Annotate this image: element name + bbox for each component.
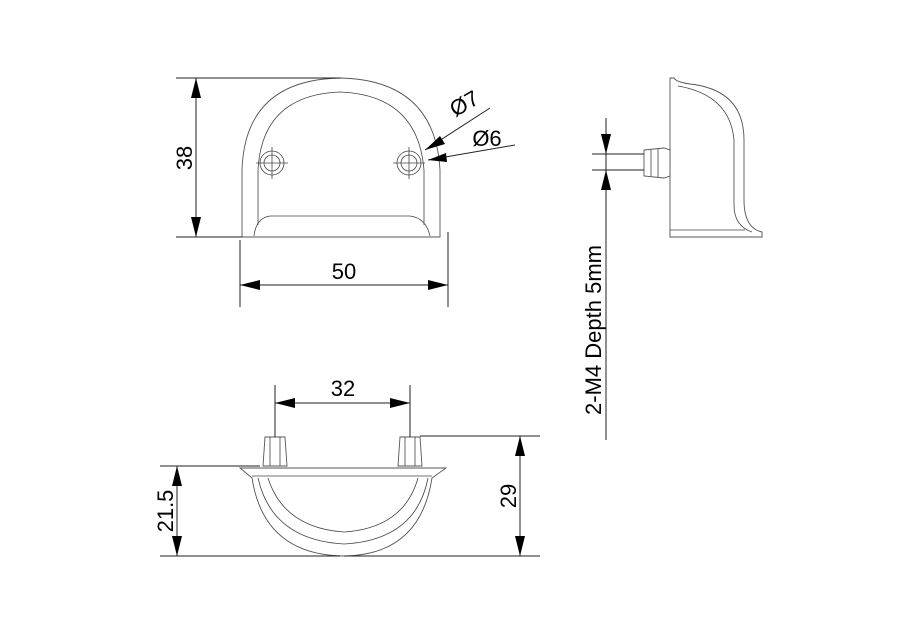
side-inner-curve [677, 85, 753, 233]
handle-cup-plan [238, 467, 448, 557]
dim-label-32: 32 [331, 376, 355, 401]
mounting-hole-left [256, 147, 288, 179]
front-view: 38 50 Ø7 Ø6 [172, 77, 516, 307]
handle-base-lip [253, 215, 431, 237]
plan-view: 32 21.5 29 [153, 376, 540, 557]
boss-right-plan [397, 436, 423, 467]
cup-inner-curve-1 [257, 477, 429, 545]
dim-label-d6: Ø6 [472, 126, 501, 151]
handle-inner-arch [257, 91, 425, 225]
dim-label-21-5: 21.5 [153, 490, 178, 533]
handle-outline-side [669, 77, 763, 238]
boss-left-plan [262, 436, 288, 467]
handle-outline-front [241, 77, 441, 238]
dim-label-50: 50 [332, 259, 356, 284]
cup-inner-curve-2 [267, 477, 419, 533]
dim-label-38: 38 [172, 146, 197, 170]
dim-label-29: 29 [496, 484, 521, 508]
screw-boss-side [643, 147, 671, 179]
thread-note: 2-M4 Depth 5mm [581, 245, 606, 415]
mounting-hole-right [393, 147, 425, 179]
side-view: 2-M4 Depth 5mm [581, 77, 763, 440]
